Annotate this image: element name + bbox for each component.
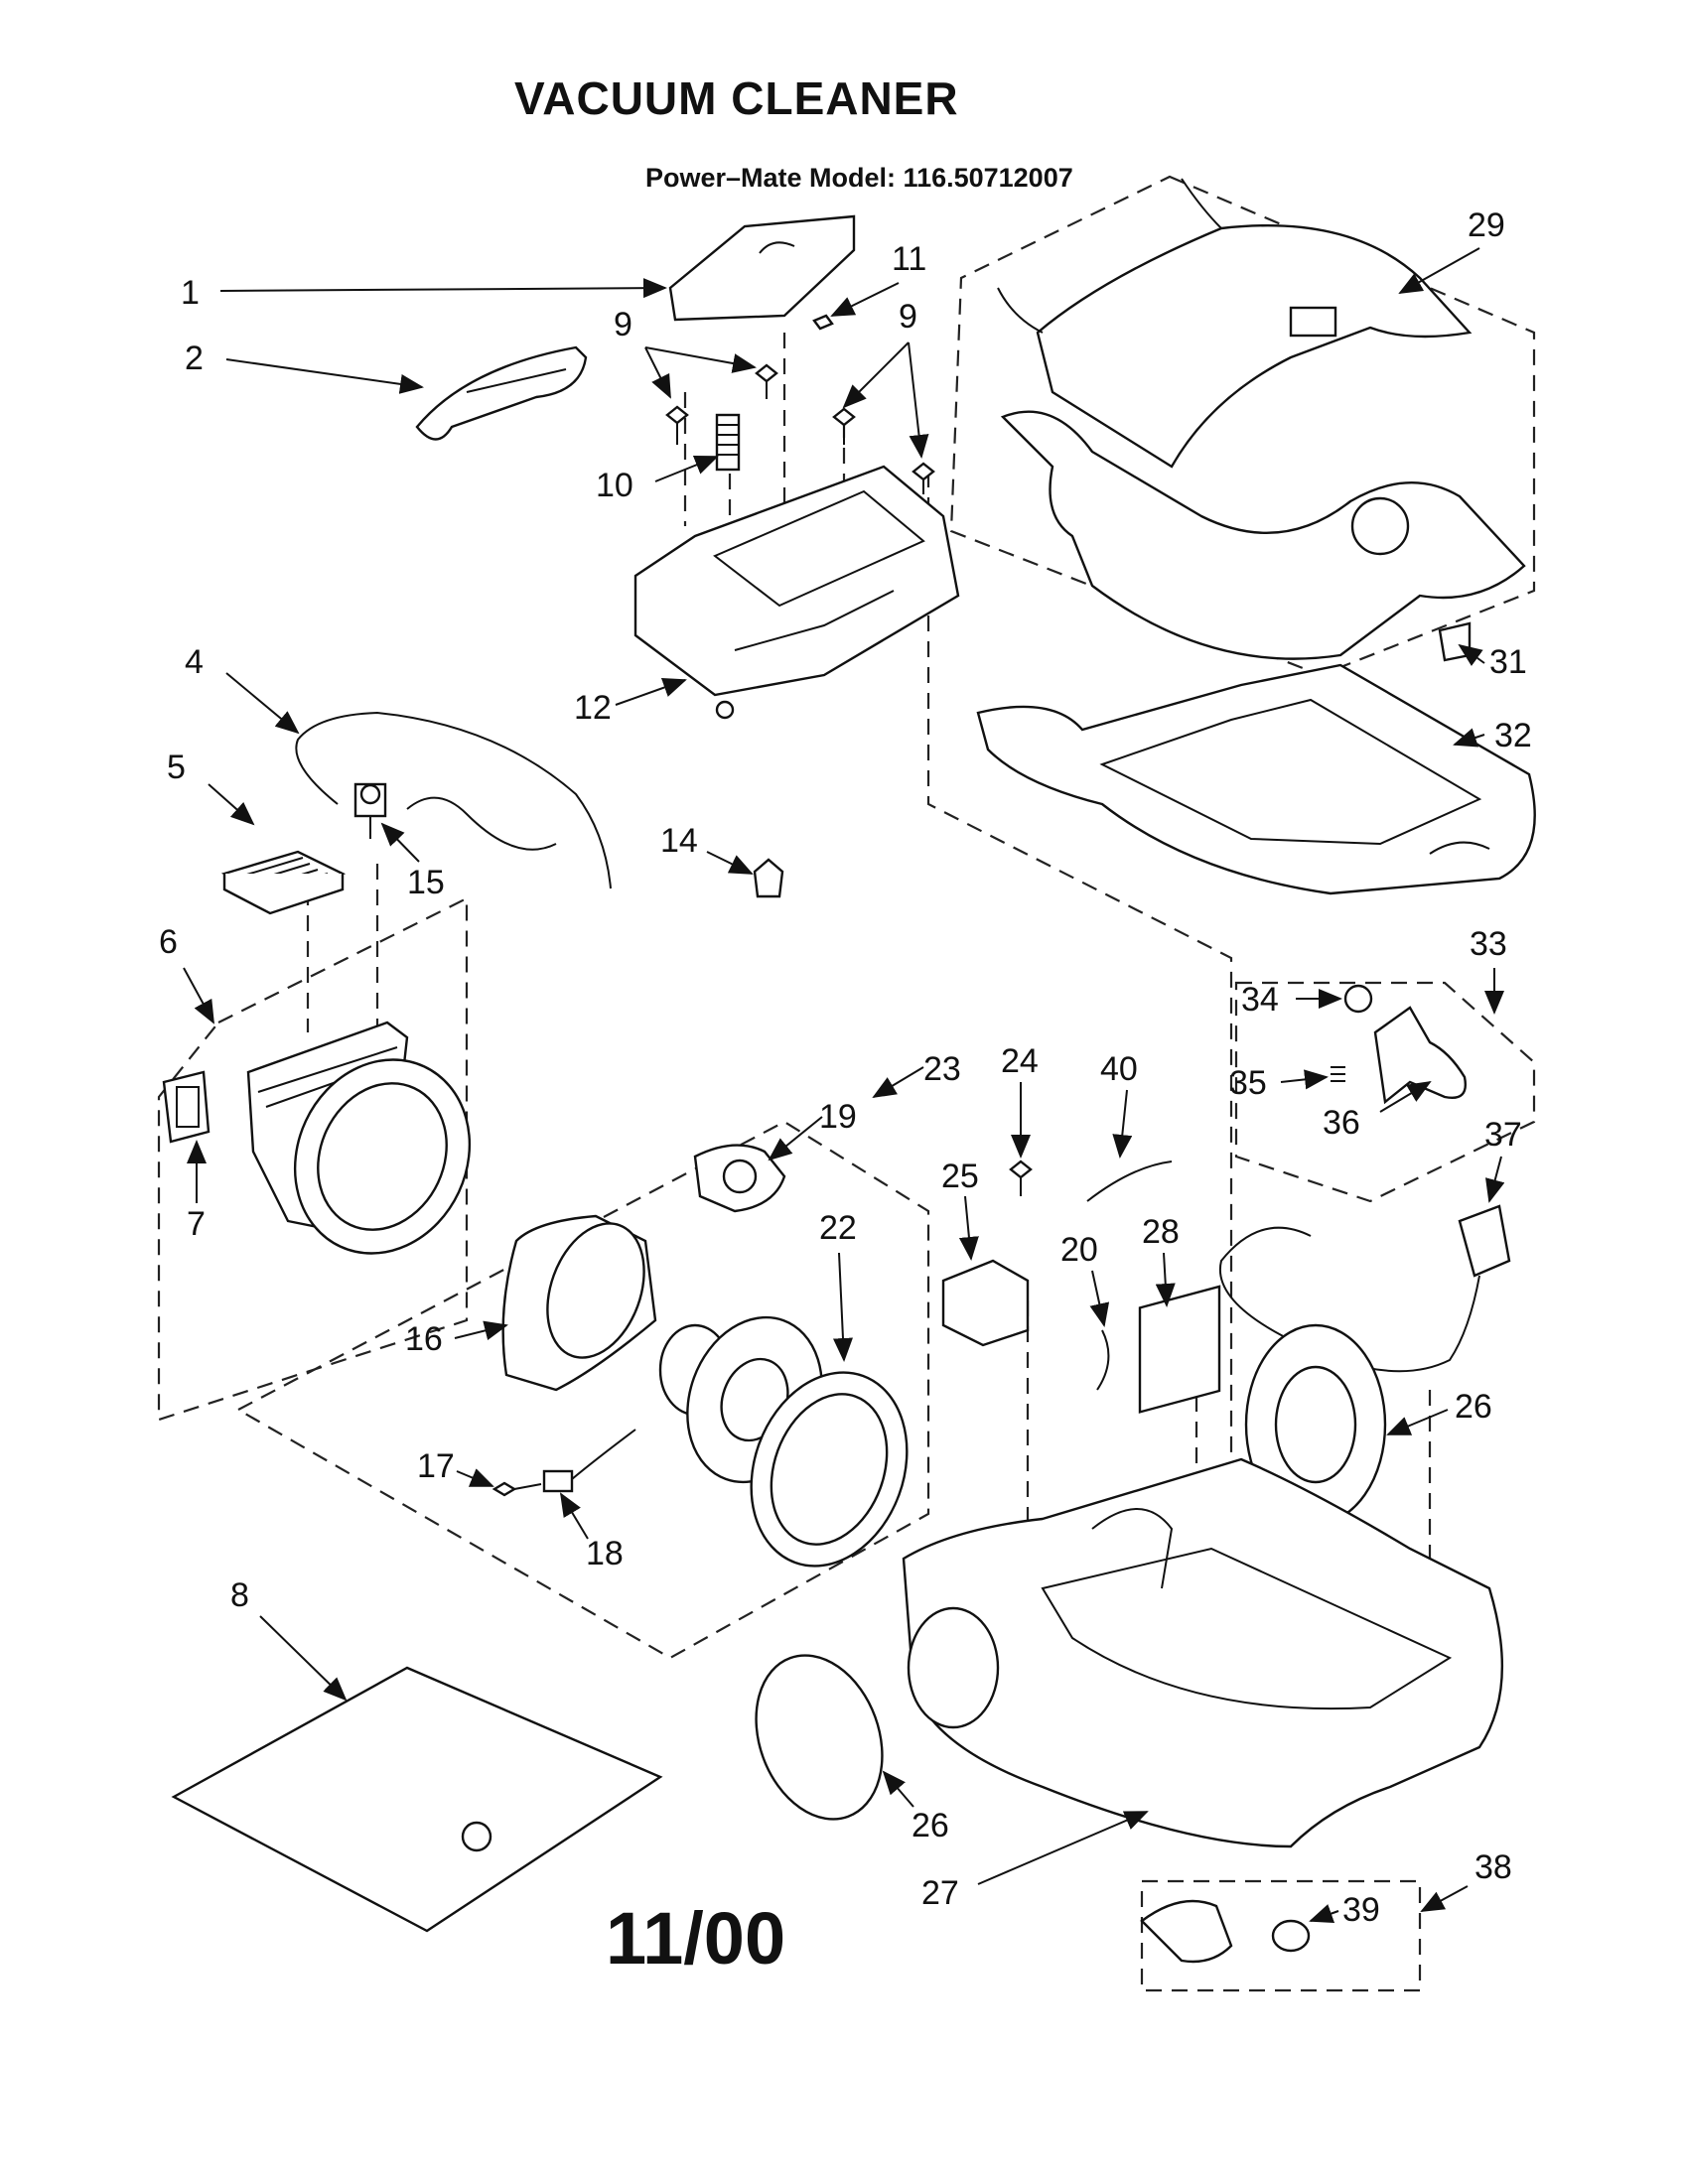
part-25-capacitor: [941, 1259, 1030, 1347]
svg-text:9: 9: [899, 298, 917, 336]
part-32-gasket: [976, 663, 1536, 895]
part-39-roller: [1271, 1919, 1311, 1953]
group-box-38: [1140, 1879, 1422, 1992]
svg-text:24: 24: [1001, 1042, 1039, 1080]
part-24-screw: [1009, 1160, 1033, 1196]
diagram-title: VACUUM CLEANER: [514, 72, 959, 124]
svg-text:17: 17: [417, 1447, 455, 1485]
group-box-33: [1234, 981, 1536, 1203]
svg-text:37: 37: [1484, 1116, 1522, 1154]
part-28-filter: [1138, 1285, 1221, 1414]
part-18-terminal: [542, 1429, 636, 1493]
part-29-upper-housing: [1036, 224, 1473, 469]
svg-text:36: 36: [1323, 1104, 1360, 1142]
part-35-spring: [1331, 1066, 1345, 1082]
svg-text:31: 31: [1489, 643, 1527, 681]
part-20-wire: [1096, 1329, 1110, 1391]
part-9-screws: [665, 363, 935, 494]
svg-text:39: 39: [1342, 1891, 1380, 1929]
svg-text:35: 35: [1229, 1064, 1267, 1102]
svg-text:9: 9: [614, 306, 632, 343]
part-17-screw: [491, 1481, 542, 1497]
part-38-caster: [1140, 1899, 1233, 1964]
svg-text:12: 12: [574, 689, 612, 727]
part-12-handle-housing: [633, 465, 960, 697]
svg-text:20: 20: [1060, 1231, 1098, 1269]
svg-text:15: 15: [407, 864, 445, 901]
part-36-cord-reel-bracket: [1373, 1006, 1467, 1105]
svg-text:22: 22: [819, 1209, 857, 1247]
svg-text:38: 38: [1474, 1848, 1512, 1886]
svg-text:33: 33: [1470, 925, 1507, 963]
svg-text:19: 19: [819, 1098, 857, 1136]
svg-text:5: 5: [167, 749, 186, 786]
part-2-handle-grip: [415, 345, 588, 441]
model-number: Power–Mate Model: 116.50712007: [645, 163, 1073, 193]
part-5-filter: [220, 850, 347, 915]
svg-text:28: 28: [1142, 1213, 1180, 1251]
svg-text:32: 32: [1494, 717, 1532, 754]
svg-text:2: 2: [185, 340, 204, 377]
part-14-nut: [753, 858, 784, 898]
part-34-bushing: [1343, 984, 1373, 1014]
part-8-dust-bag: [171, 1666, 663, 1933]
part-15-switch: [353, 782, 387, 839]
svg-text:4: 4: [185, 643, 204, 681]
part-27-base: [902, 1457, 1504, 1848]
part-37-cord-plug: [1458, 1204, 1511, 1278]
part-31-clip: [1438, 621, 1472, 662]
svg-text:27: 27: [921, 1874, 959, 1912]
svg-text:1: 1: [181, 274, 200, 312]
svg-text:10: 10: [596, 467, 633, 504]
svg-text:6: 6: [159, 923, 178, 961]
group-box-23: [235, 1120, 930, 1660]
svg-text:11: 11: [892, 240, 926, 278]
svg-text:29: 29: [1468, 206, 1505, 244]
svg-text:18: 18: [586, 1535, 624, 1572]
part-1-top-cover: [668, 214, 856, 322]
svg-text:16: 16: [405, 1320, 443, 1358]
part-26-wheel-left: [755, 1654, 884, 1821]
svg-text:26: 26: [912, 1807, 949, 1844]
svg-text:8: 8: [230, 1576, 249, 1614]
part-4-cord: [295, 711, 612, 889]
svg-text:40: 40: [1100, 1050, 1138, 1088]
svg-text:34: 34: [1241, 981, 1279, 1019]
svg-text:25: 25: [941, 1158, 979, 1195]
svg-text:14: 14: [660, 822, 698, 860]
part-40-wire: [1086, 1160, 1173, 1202]
svg-text:26: 26: [1455, 1388, 1492, 1426]
svg-text:23: 23: [923, 1050, 961, 1088]
revision-date: 11/00: [606, 1897, 786, 1979]
svg-text:7: 7: [187, 1205, 206, 1243]
part-10-spring: [715, 413, 741, 472]
part-11-pad: [812, 314, 834, 331]
part-7-grille: [162, 1070, 210, 1144]
callout-labels: 1 2 4 5 6 7 8 9 9 10 11 12 14 15 16 17 1…: [159, 206, 1532, 1929]
